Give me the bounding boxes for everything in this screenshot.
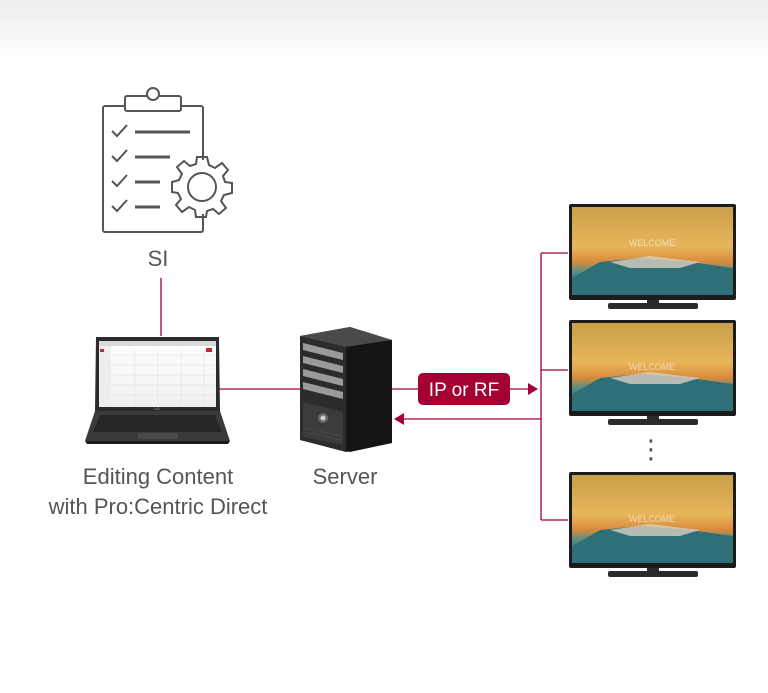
server-icon [300, 327, 392, 452]
link-badge: IP or RF [418, 373, 510, 405]
svg-text:WELCOME: WELCOME [629, 238, 676, 248]
display-1: WELCOME [569, 204, 736, 309]
link-badge-label: IP or RF [429, 380, 499, 401]
top-gradient-band [0, 0, 768, 60]
svg-text:WELCOME: WELCOME [629, 514, 676, 524]
clipboard-gear-icon [102, 87, 233, 233]
svg-text:WELCOME: WELCOME [629, 362, 676, 372]
server-label: Server [313, 464, 378, 489]
laptop-icon: LG [85, 337, 230, 444]
display-2: WELCOME [569, 320, 736, 425]
si-label: SI [148, 246, 169, 271]
arrow-right-icon [528, 383, 538, 395]
svg-text:LG: LG [154, 406, 159, 411]
more-displays-indicator: ⋮ [638, 435, 664, 465]
arrow-left-icon [394, 413, 404, 425]
editing-content-label: Editing Content [83, 464, 233, 489]
pro-centric-direct-label: with Pro:Centric Direct [48, 494, 268, 519]
display-3: WELCOME [569, 472, 736, 577]
